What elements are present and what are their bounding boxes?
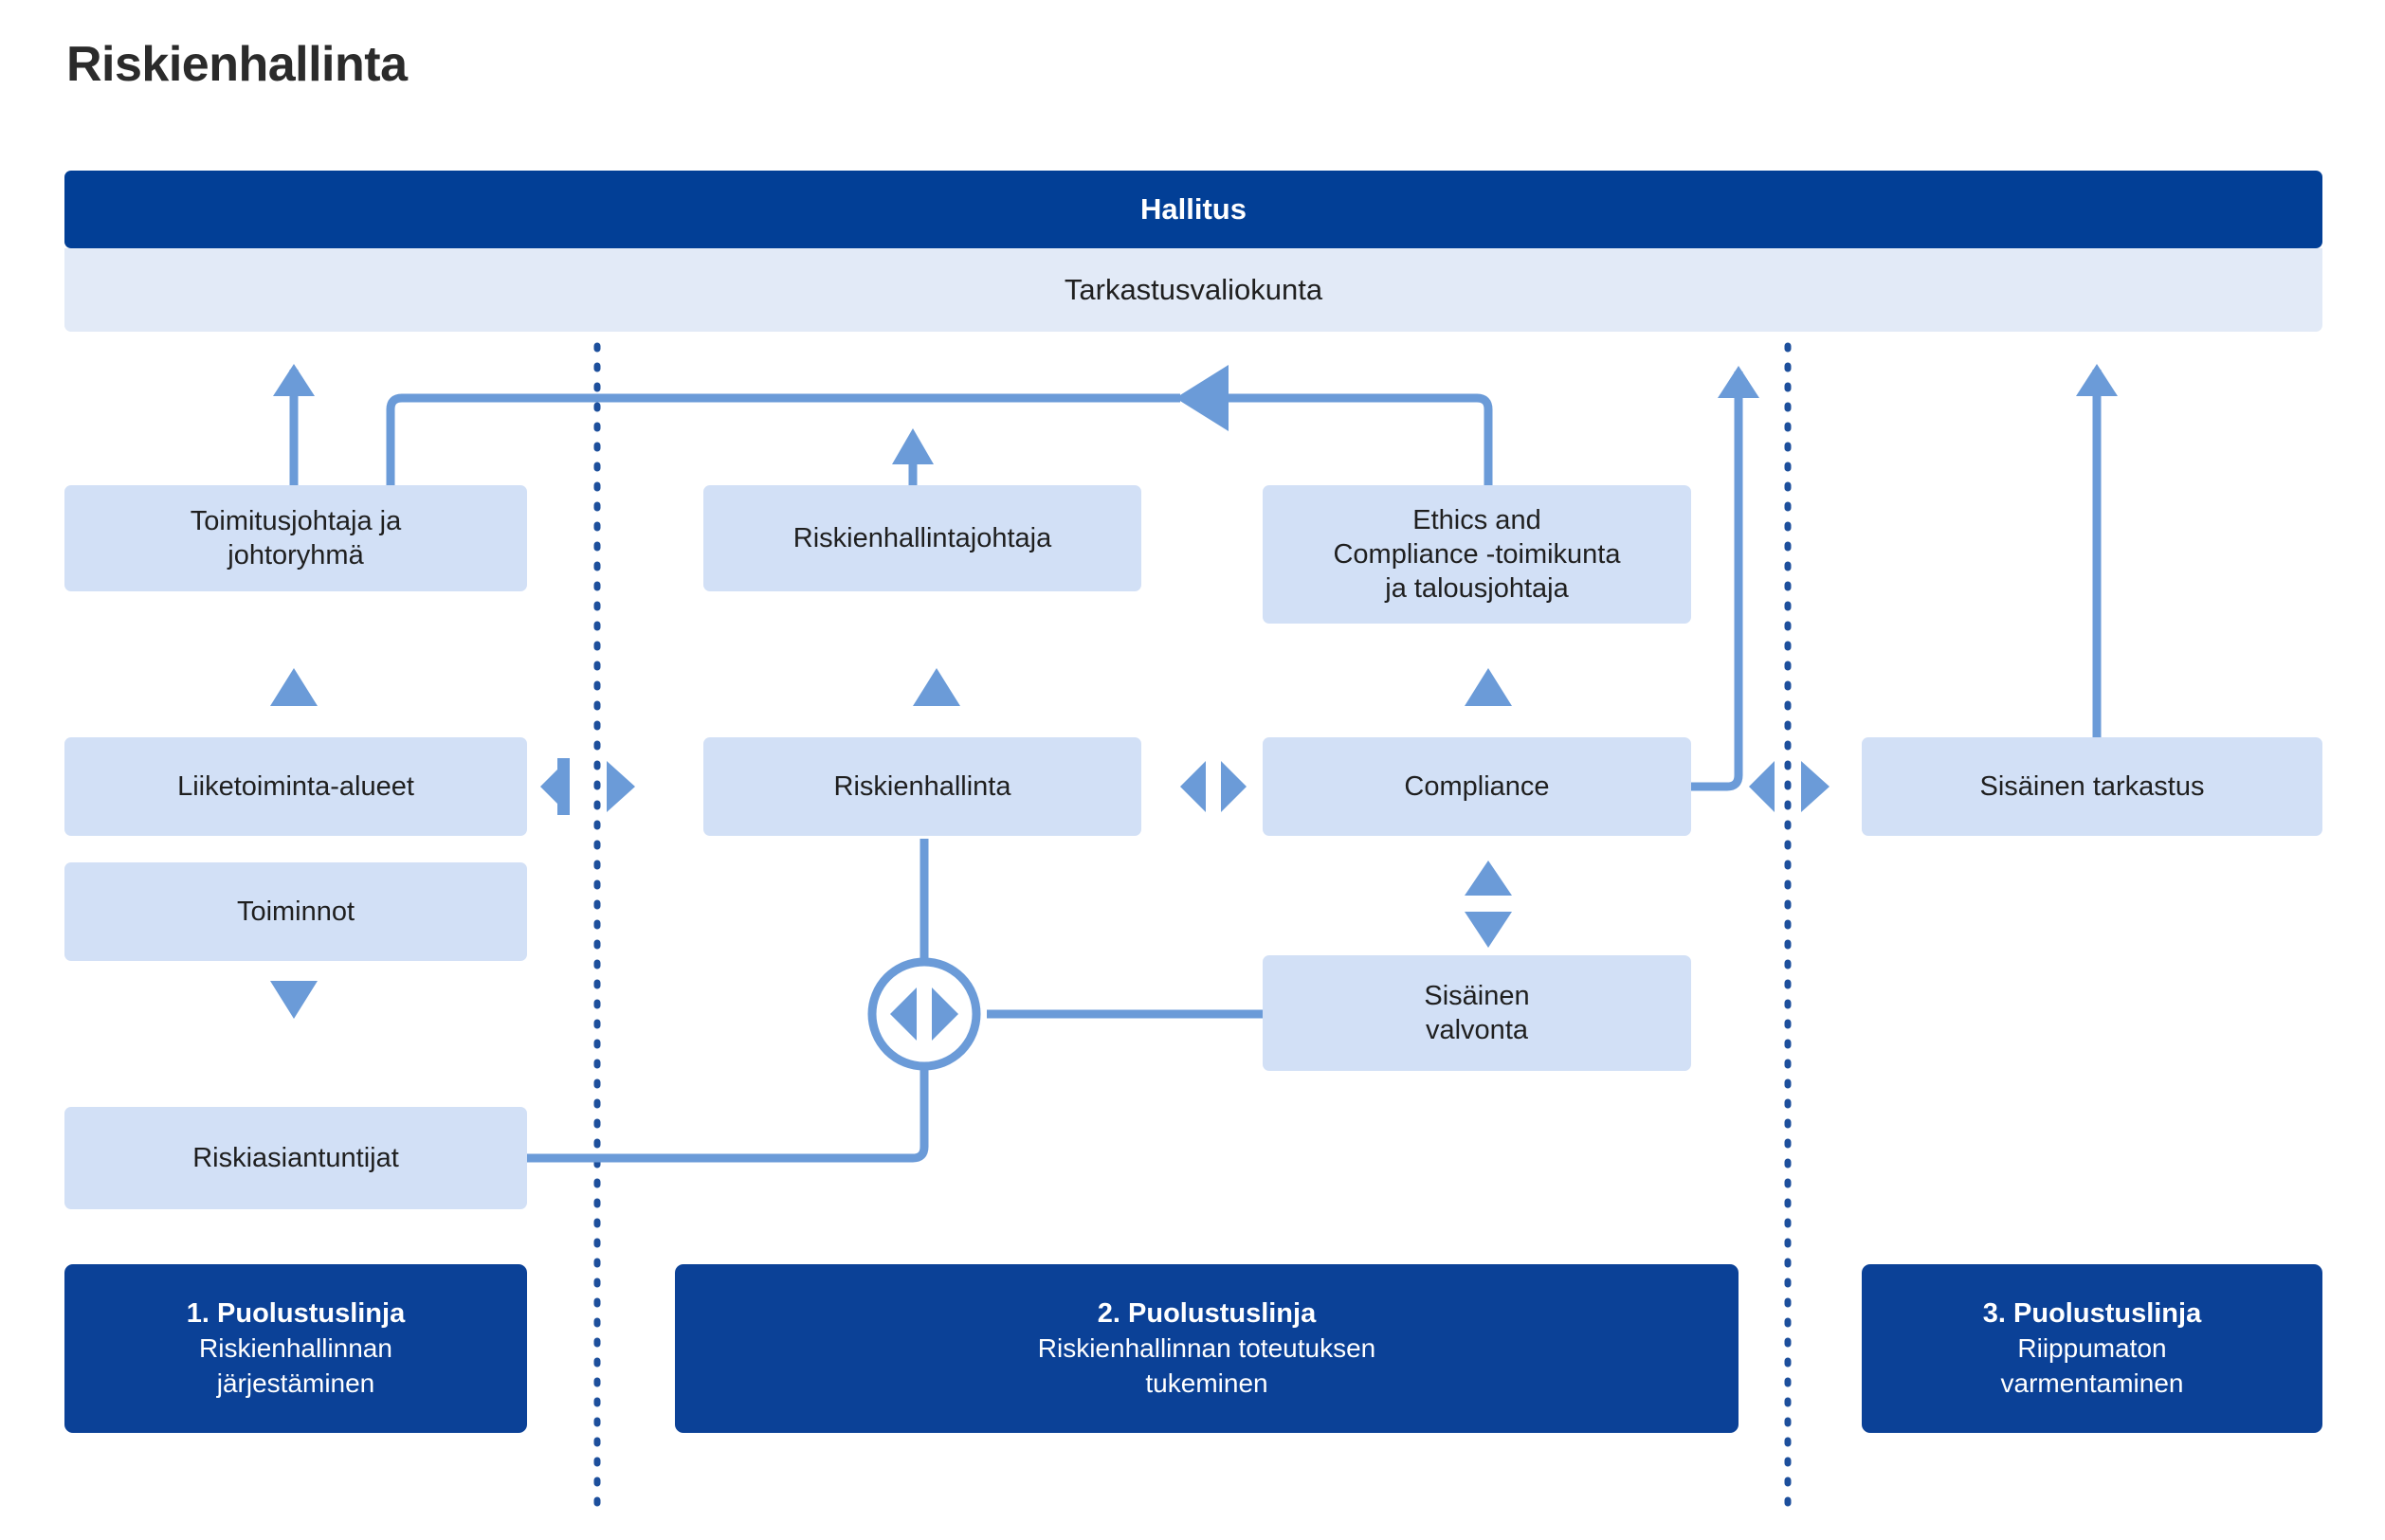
defense-line-3-title: 3. Puolustuslinja — [1982, 1297, 2202, 1329]
box-ceo-and-management[interactable]: Toimitusjohtaja ja johtoryhmä — [64, 485, 527, 591]
box-risk-director-label: Riskienhallintajohtaja — [792, 522, 1052, 553]
defense-line-2-sub1: Riskienhallinnan toteutuksen — [1037, 1333, 1376, 1364]
up-arrow-icon-internal-control — [1465, 861, 1512, 896]
connector-ceo-to-bus — [386, 393, 1180, 485]
arrow-compliance-to-audit-head — [1718, 366, 1759, 398]
arrow-internal-audit-to-board — [2076, 364, 2118, 749]
board-label: Hallitus — [1140, 192, 1247, 226]
box-functions[interactable]: Toiminnot — [64, 862, 527, 961]
box-internal-audit-label: Sisäinen tarkastus — [1979, 770, 2205, 802]
defense-line-2[interactable]: 2. Puolustuslinja Riskienhallinnan toteu… — [675, 1264, 1739, 1433]
board-bar: Hallitus — [64, 171, 2322, 248]
audit-committee-bar: Tarkastusvaliokunta — [64, 248, 2322, 332]
defense-line-1-sub2: järjestäminen — [216, 1368, 375, 1398]
box-internal-audit[interactable]: Sisäinen tarkastus — [1862, 737, 2322, 836]
box-ethics-line1: Ethics and — [1412, 504, 1541, 535]
box-ceo-line2: johtoryhmä — [228, 540, 364, 571]
bidirectional-arrow-icon-right-divider — [1749, 761, 1830, 812]
box-business-areas-label: Liiketoiminta-alueet — [177, 770, 414, 802]
box-compliance-label: Compliance — [1404, 770, 1550, 802]
box-ethics-line2: Compliance -toimikunta — [1333, 538, 1621, 570]
box-internal-control-line1: Sisäinen — [1424, 980, 1530, 1011]
page-title: Riskienhallinta — [66, 37, 408, 92]
audit-committee-label: Tarkastusvaliokunta — [1064, 273, 1323, 306]
bus-left-arrowhead — [1175, 365, 1229, 431]
defense-line-2-sub2: tukeminen — [1145, 1368, 1268, 1398]
down-arrow-icon-internal-control — [1465, 912, 1512, 948]
box-internal-control-line2: valvonta — [1425, 1015, 1528, 1045]
defense-line-1-sub1: Riskienhallinnan — [199, 1333, 392, 1364]
up-arrow-icon-business-areas — [270, 668, 318, 706]
down-arrow-icon-functions — [270, 981, 318, 1019]
defense-line-1[interactable]: 1. Puolustuslinja Riskienhallinnan järje… — [64, 1264, 527, 1433]
defense-line-3-sub2: varmentaminen — [2000, 1368, 2184, 1398]
box-compliance[interactable]: Compliance — [1263, 737, 1691, 836]
up-arrow-icon-risk-management — [913, 668, 960, 706]
box-risk-experts-label: Riskiasiantuntijat — [192, 1142, 399, 1173]
defense-line-2-title: 2. Puolustuslinja — [1097, 1297, 1317, 1329]
box-business-areas[interactable]: Liiketoiminta-alueet — [64, 737, 527, 836]
box-ethics-line3: ja talousjohtaja — [1385, 573, 1569, 605]
arrow-risk-director-head — [892, 428, 934, 464]
defense-line-1-title: 1. Puolustuslinja — [186, 1297, 406, 1329]
box-risk-management[interactable]: Riskienhallinta — [703, 737, 1141, 836]
box-risk-management-label: Riskienhallinta — [833, 770, 1011, 802]
box-ethics-compliance-committee[interactable]: Ethics and Compliance -toimikunta ja tal… — [1263, 485, 1691, 624]
bidirectional-arrow-icon-risk-compliance — [1180, 761, 1247, 812]
box-risk-director[interactable]: Riskienhallintajohtaja — [703, 485, 1141, 591]
box-ceo-line1: Toimitusjohtaja ja — [190, 505, 402, 536]
up-arrow-icon-compliance — [1465, 668, 1512, 706]
box-internal-control[interactable]: Sisäinen valvonta — [1263, 955, 1691, 1071]
bidirectional-arrow-icon-left-divider — [540, 758, 635, 815]
defense-line-3-sub1: Riippumaton — [2017, 1333, 2167, 1364]
connector-circle-to-riskexperts — [522, 1066, 929, 1163]
defense-line-3[interactable]: 3. Puolustuslinja Riippumaton varmentami… — [1862, 1264, 2322, 1433]
connector-ethics-to-bus — [1223, 393, 1493, 485]
box-functions-label: Toiminnot — [236, 896, 355, 927]
box-risk-experts[interactable]: Riskiasiantuntijat — [64, 1107, 527, 1209]
circle-bidirectional-connector-icon — [867, 957, 981, 1071]
arrow-ceo-to-board — [273, 364, 315, 485]
connector-compliance-to-audit-committee — [1691, 371, 1743, 791]
